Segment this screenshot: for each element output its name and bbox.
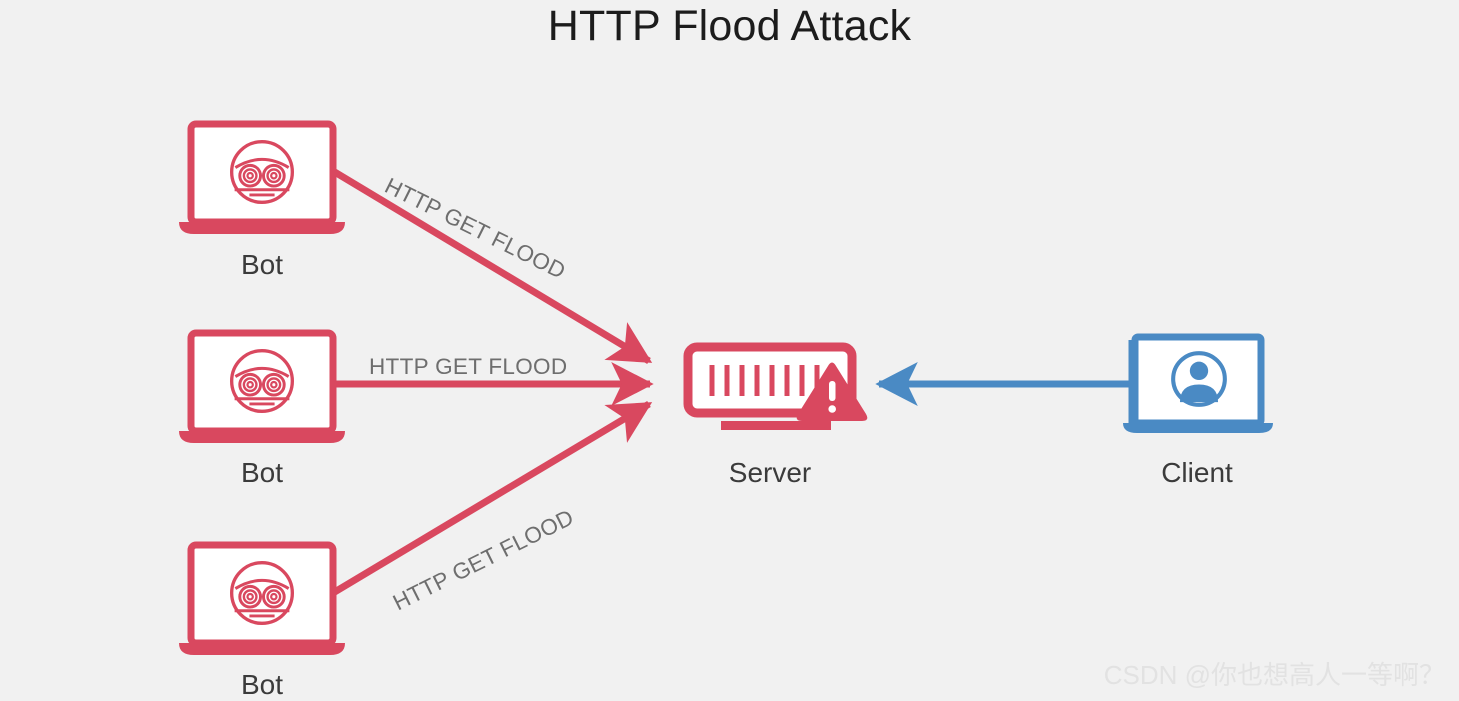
- node-label-bot-1: Bot: [240, 249, 284, 280]
- warning-triangle-icon: [796, 362, 868, 421]
- node-bot-2[interactable]: [179, 329, 345, 443]
- node-bot-3[interactable]: [179, 541, 345, 655]
- flow-arrow-client-to-server: [875, 340, 1136, 428]
- flow-arrow-bot3-to-server: [331, 400, 653, 597]
- node-label-server: Server: [728, 457, 812, 488]
- flow-label-bot2: HTTP GET FLOOD: [369, 354, 568, 379]
- node-label-bot-2: Bot: [240, 457, 284, 488]
- node-bot-1[interactable]: [179, 120, 345, 234]
- node-label-client: Client: [1161, 457, 1233, 488]
- watermark: CSDN @你也想高人一等啊？: [1103, 660, 1445, 690]
- node-client[interactable]: [1123, 333, 1273, 433]
- node-server[interactable]: [683, 342, 868, 430]
- flow-arrow-bot1-to-server: [331, 168, 653, 364]
- node-label-bot-3: Bot: [240, 669, 284, 700]
- page-title: HTTP Flood Attack: [547, 2, 912, 50]
